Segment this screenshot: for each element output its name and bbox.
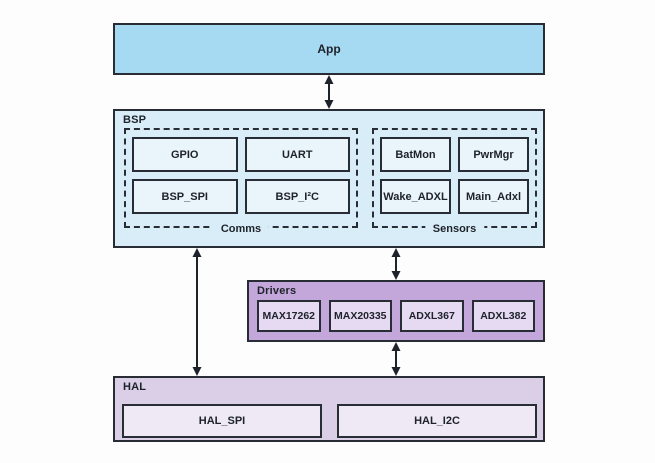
bsp-layer-box: BSP GPIO UART BSP_SPI BSP_I²C Comms BatM…: [113, 109, 545, 248]
hal-module-hal-i2c: HAL_I2C: [337, 404, 537, 438]
sensors-group: BatMon PwrMgr Wake_ADXL Main_Adxl Sensor…: [372, 128, 537, 235]
drivers-layer-box: Drivers MAX17262 MAX20335 ADXL367 ADXL38…: [247, 280, 545, 342]
app-layer-box: App: [113, 23, 545, 75]
hal-row: HAL_SPI HAL_I2C: [122, 404, 537, 438]
driver-module-adxl367: ADXL367: [400, 300, 464, 332]
bsp-groups: GPIO UART BSP_SPI BSP_I²C Comms BatMon P…: [124, 128, 539, 235]
bsp-module-bsp-i2c: BSP_I²C: [244, 179, 350, 214]
bsp-module-wake-adxl: Wake_ADXL: [380, 179, 451, 214]
double-arrow-drivers-hal: [389, 342, 403, 376]
drivers-layer-label: Drivers: [257, 285, 297, 297]
bsp-layer-label: BSP: [123, 114, 147, 126]
double-arrow-bsp-hal: [190, 248, 204, 376]
driver-module-max17262: MAX17262: [257, 300, 321, 332]
comms-group-label: Comms: [212, 223, 270, 235]
bsp-module-batmon: BatMon: [380, 137, 451, 172]
sensors-group-label: Sensors: [424, 223, 485, 235]
hal-layer-label: HAL: [123, 381, 147, 393]
app-layer-label: App: [317, 42, 341, 56]
comms-group: GPIO UART BSP_SPI BSP_I²C Comms: [124, 128, 358, 235]
hal-module-hal-spi: HAL_SPI: [122, 404, 322, 438]
driver-module-adxl382: ADXL382: [471, 300, 535, 332]
bsp-module-gpio: GPIO: [132, 137, 238, 172]
driver-module-max20335: MAX20335: [328, 300, 392, 332]
double-arrow-app-bsp: [322, 75, 336, 109]
hal-layer-box: HAL HAL_SPI HAL_I2C: [113, 376, 545, 442]
bsp-module-main-adxl: Main_Adxl: [458, 179, 529, 214]
drivers-row: MAX17262 MAX20335 ADXL367 ADXL382: [257, 300, 535, 332]
double-arrow-bsp-drivers: [389, 248, 403, 280]
bsp-module-uart: UART: [244, 137, 350, 172]
bsp-module-bsp-spi: BSP_SPI: [132, 179, 238, 214]
bsp-module-pwrmgr: PwrMgr: [458, 137, 529, 172]
